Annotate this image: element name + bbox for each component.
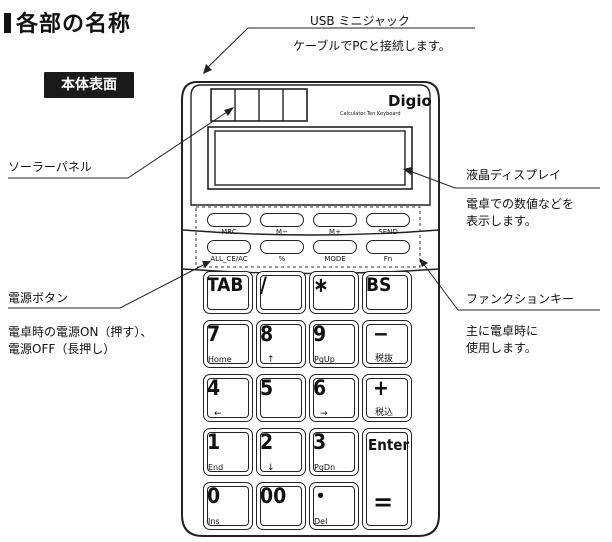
minus-key-label: − [373, 322, 389, 346]
mrc-key-label: MRC [221, 228, 237, 236]
title-bar-mark [4, 13, 11, 33]
key-7-label: 7 [207, 322, 221, 346]
function-arrowhead [419, 258, 428, 267]
function-key-area [195, 206, 421, 268]
usb-arrowhead [203, 64, 212, 74]
panel-separator [182, 229, 440, 236]
title-text: 各部の名称 [16, 12, 132, 37]
equals-key-label: = [373, 488, 394, 516]
plus-key[interactable]: + 税込 [362, 374, 412, 422]
key-9-label: 9 [313, 322, 327, 346]
key-4[interactable]: 4← [203, 374, 253, 422]
m-plus-key[interactable] [313, 213, 357, 227]
fn-key[interactable] [366, 240, 410, 254]
decimal-key-sub: Del [314, 517, 328, 526]
send-key-label: SEND [378, 228, 398, 236]
lcd-leader-line [406, 169, 600, 189]
solar-leader-line [8, 109, 231, 179]
up-arrow-icon: ↑ [267, 355, 275, 365]
backspace-key[interactable]: BS [362, 271, 412, 314]
slash-key[interactable]: / [256, 271, 306, 314]
mrc-key[interactable] [207, 213, 251, 227]
key-5-label: 5 [260, 376, 274, 400]
key-1-sub: End [208, 463, 224, 472]
key-3-sub: PgDn [314, 463, 336, 472]
key-8[interactable]: 8↑ [256, 320, 306, 368]
lcd-description-line2: 表示します。 [466, 214, 537, 228]
key-3-label: 3 [313, 430, 327, 454]
m-minus-key[interactable] [260, 213, 304, 227]
key-0-label: 0 [207, 484, 221, 508]
mode-key[interactable] [313, 240, 357, 254]
power-key-label: ALL_CE/AC [210, 255, 248, 263]
section-badge: 本体表面 [44, 72, 134, 98]
decimal-key[interactable]: ・ Del [309, 482, 359, 530]
asterisk-key-label: ∗ [313, 273, 329, 297]
minus-key[interactable]: − 税抜 [362, 320, 412, 368]
minus-key-sub: 税抜 [375, 354, 394, 364]
key-0-sub: Ins [208, 517, 220, 526]
key-2-label: 2 [260, 430, 274, 454]
usb-label: USB ミニジャック [310, 14, 410, 28]
function-description-line1: 主に電卓時に [466, 324, 539, 338]
enter-key[interactable]: Enter [362, 428, 412, 530]
brand-logo: Digio [388, 92, 432, 110]
down-arrow-icon: ↓ [267, 463, 275, 473]
key-8-label: 8 [260, 322, 274, 346]
key-7-sub: Home [208, 355, 232, 364]
lcd-description-line1: 電卓での数値などを [466, 197, 575, 211]
lcd-label: 液晶ディスプレイ [466, 168, 562, 182]
key-00-label: 00 [260, 484, 287, 508]
power-description-line2: 電源OFF（長押し） [8, 342, 116, 356]
power-label: 電源ボタン [8, 291, 69, 305]
power-arrowhead [202, 261, 211, 268]
power-description-line1: 電卓時の電源ON（押す）、 [8, 325, 153, 339]
power-leader-line [8, 262, 208, 309]
solar-arrowhead [224, 107, 234, 116]
backspace-key-label: BS [366, 274, 392, 296]
key-2[interactable]: 2↓ [256, 428, 306, 476]
key-1-label: 1 [207, 430, 221, 454]
function-description-line2: 使用します。 [466, 341, 537, 355]
key-9-sub: PgUp [314, 355, 335, 364]
plus-key-sub: 税込 [375, 408, 394, 418]
key-6-label: 6 [313, 376, 327, 400]
m-minus-key-label: M− [276, 228, 288, 236]
usb-description: ケーブルでPCと接続します。 [293, 39, 451, 53]
tab-key-label: TAB [207, 274, 244, 296]
brand-subtitle: Calculator Ten Keyboard [340, 111, 401, 117]
decimal-key-label: ・ [310, 484, 331, 508]
lcd-arrowhead [403, 167, 412, 175]
key-4-label: 4 [207, 376, 221, 400]
key-5[interactable]: 5 [256, 374, 306, 422]
right-arrow-icon: → [320, 409, 328, 419]
send-key[interactable] [366, 213, 410, 227]
percent-key-label: % [278, 255, 286, 263]
mode-key-label: MODE [324, 255, 346, 263]
lcd-screen [214, 130, 406, 186]
plus-key-label: + [373, 376, 389, 400]
left-arrow-icon: ← [214, 409, 222, 419]
key-6[interactable]: 6→ [309, 374, 359, 422]
page-title: 各部の名称 [4, 6, 131, 38]
function-leader-line [421, 261, 600, 311]
key-00[interactable]: 00 [256, 482, 306, 530]
tab-key[interactable]: TAB [203, 271, 253, 314]
enter-key-label: Enter [368, 436, 410, 454]
percent-key[interactable] [260, 240, 304, 254]
power-key[interactable] [207, 240, 251, 254]
solar-label: ソーラーパネル [8, 160, 92, 174]
function-label: ファンクションキー [466, 292, 575, 306]
fn-key-label: Fn [383, 255, 393, 263]
m-plus-key-label: M+ [329, 228, 341, 236]
slash-key-label: / [260, 273, 267, 297]
asterisk-key[interactable]: ∗ [309, 271, 359, 314]
usb-leader-line [204, 27, 249, 71]
